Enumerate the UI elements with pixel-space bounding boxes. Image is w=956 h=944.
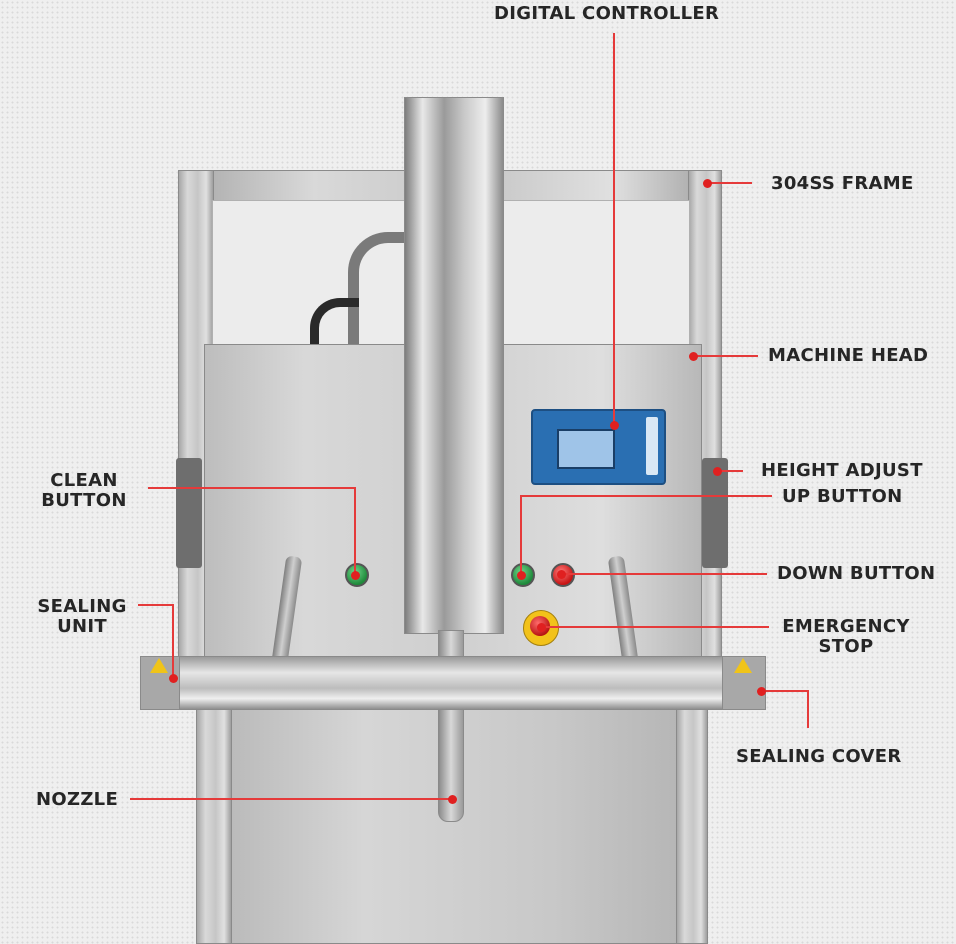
down-button-indicator bbox=[551, 563, 575, 587]
callout-dot-clean-button bbox=[351, 571, 360, 580]
callout-dot-emergency-stop bbox=[537, 623, 546, 632]
height-adjust-bracket-right bbox=[702, 458, 728, 568]
label-emergency-stop-line1: EMERGENCY bbox=[782, 616, 910, 637]
callout-line-nozzle bbox=[130, 798, 452, 800]
label-clean-button-line2: BUTTON bbox=[41, 490, 127, 511]
callout-dot-digital-controller bbox=[610, 421, 619, 430]
callout-line-sealing-unit-h bbox=[138, 604, 174, 606]
sealing-bar bbox=[140, 656, 766, 710]
label-sealing-unit-line1: SEALING bbox=[37, 596, 127, 617]
callout-line-clean-button-v bbox=[354, 487, 356, 575]
callout-line-sealing-cover-v bbox=[807, 690, 809, 728]
label-up-button: UP BUTTON bbox=[782, 486, 903, 507]
label-down-button: DOWN BUTTON bbox=[777, 563, 936, 584]
label-clean-button-line1: CLEAN bbox=[50, 470, 118, 491]
callout-line-frame bbox=[707, 182, 752, 184]
label-emergency-stop: EMERGENCY STOP bbox=[778, 617, 914, 657]
height-adjust-bracket-left bbox=[176, 458, 202, 568]
central-column bbox=[404, 97, 504, 634]
callout-line-sealing-unit-v bbox=[172, 604, 174, 678]
controller-screen bbox=[557, 429, 615, 469]
label-height-adjust: HEIGHT ADJUST bbox=[761, 460, 923, 481]
label-emergency-stop-line2: STOP bbox=[818, 636, 874, 657]
warning-icon bbox=[734, 658, 752, 673]
callout-dot-height-adjust bbox=[713, 467, 722, 476]
callout-dot-nozzle bbox=[448, 795, 457, 804]
callout-line-up-button-h bbox=[520, 495, 772, 497]
callout-dot-sealing-cover bbox=[757, 687, 766, 696]
callout-line-up-button-v bbox=[520, 495, 522, 575]
callout-line-emergency-stop bbox=[541, 626, 769, 628]
callout-dot-down-button bbox=[557, 570, 566, 579]
callout-line-sealing-cover-h bbox=[760, 690, 808, 692]
grey-hose bbox=[348, 232, 419, 353]
callout-dot-sealing-unit bbox=[169, 674, 178, 683]
label-clean-button: CLEAN BUTTON bbox=[36, 471, 132, 511]
callout-line-clean-button-h bbox=[148, 487, 355, 489]
callout-line-height-adjust bbox=[717, 470, 743, 472]
controller-panel bbox=[531, 409, 666, 485]
base-leg-right bbox=[676, 700, 708, 944]
controller-keypad bbox=[646, 417, 658, 475]
callout-line-digital-controller bbox=[613, 33, 615, 425]
base-leg-left bbox=[196, 700, 232, 944]
label-nozzle: NOZZLE bbox=[36, 789, 119, 810]
label-sealing-cover: SEALING COVER bbox=[736, 746, 902, 767]
label-frame: 304SS FRAME bbox=[771, 173, 914, 194]
label-sealing-unit-line2: UNIT bbox=[57, 616, 107, 637]
black-hose bbox=[310, 298, 359, 357]
callout-line-down-button bbox=[561, 573, 767, 575]
label-sealing-unit: SEALING UNIT bbox=[34, 597, 130, 637]
callout-dot-machine-head bbox=[689, 352, 698, 361]
callout-dot-up-button bbox=[517, 571, 526, 580]
callout-line-machine-head bbox=[693, 355, 758, 357]
label-machine-head: MACHINE HEAD bbox=[768, 345, 929, 366]
callout-dot-frame bbox=[703, 179, 712, 188]
warning-icon bbox=[150, 658, 168, 673]
label-digital-controller: DIGITAL CONTROLLER bbox=[494, 3, 720, 24]
